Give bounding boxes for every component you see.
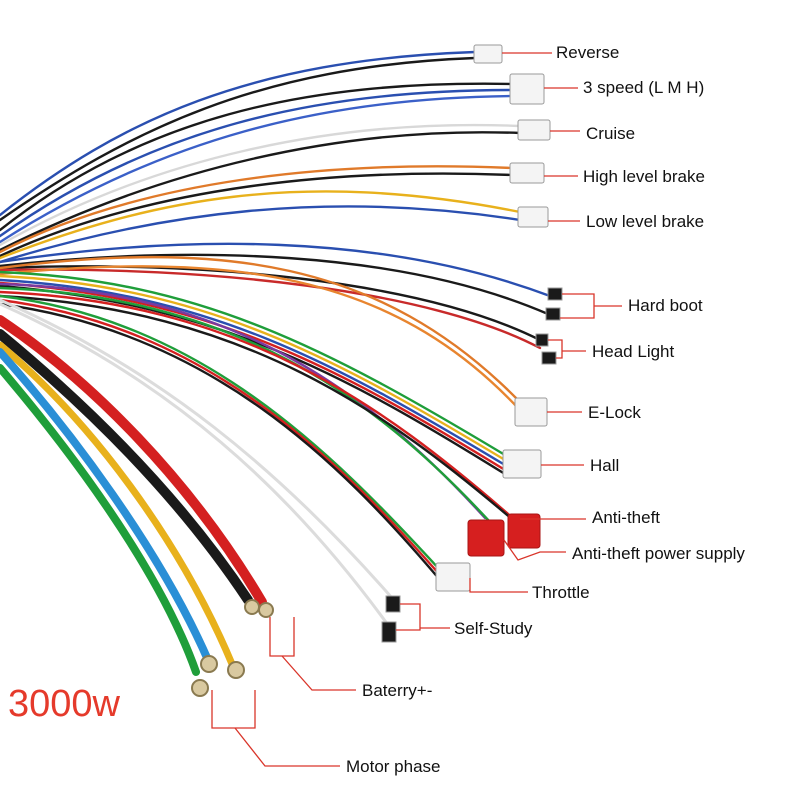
label-cruise: Cruise: [586, 124, 636, 143]
elock-wire-orange: [0, 255, 520, 402]
low-brake-wire-yellow: [0, 190, 522, 260]
self-study-connector-2: [381, 621, 397, 643]
battery-wire-red: [0, 315, 267, 607]
high-brake-wire-black: [0, 172, 514, 258]
label-throttle: Throttle: [532, 583, 590, 602]
speed-wire-blue2: [0, 94, 514, 244]
speed-wire-blue: [0, 88, 514, 238]
speed-connector: [509, 73, 545, 105]
head-light-wire-red: [0, 268, 542, 350]
phase-lug-1: [200, 655, 218, 673]
hard-boot-connector-1: [547, 287, 563, 301]
low-brake-wire-blue: [0, 205, 522, 264]
anti-theft-connector-2: [507, 513, 541, 549]
head-light-connector-1: [535, 333, 549, 347]
battery-lug-1: [244, 599, 260, 615]
cruise-connector: [517, 119, 551, 141]
battery-lug-2: [258, 602, 274, 618]
reverse-wire-black: [0, 56, 477, 222]
self-study-wire-white: [0, 298, 394, 600]
phase-wire-blue: [0, 348, 212, 664]
reverse-wire-blue: [0, 50, 477, 217]
high-brake-connector: [509, 162, 545, 184]
head-light-wire-black: [0, 265, 542, 342]
hall-wire-green: [0, 270, 507, 457]
low-brake-connector: [517, 206, 549, 228]
throttle-wire-green: [0, 294, 442, 572]
anti-theft-wire-black: [0, 294, 522, 528]
signal-wires: [0, 50, 552, 627]
hard-boot-wire-blue: [0, 242, 552, 298]
phase-wire-green: [0, 364, 200, 676]
throttle-connector: [435, 562, 471, 592]
phase-lug-2: [227, 661, 245, 679]
connectors: [191, 44, 563, 697]
label-high-level-brake: High level brake: [583, 167, 705, 186]
label-self-study: Self-Study: [454, 619, 533, 638]
leader-lines: [211, 52, 622, 767]
label-hard-boot: Hard boot: [628, 296, 703, 315]
label-battery: Baterry+-: [362, 681, 433, 700]
label-reverse: Reverse: [556, 43, 620, 62]
phase-lug-3: [191, 679, 209, 697]
cruise-wire-black: [0, 131, 522, 252]
label-e-lock: E-Lock: [588, 403, 641, 422]
label-anti-theft-power-supply: Anti-theft power supply: [572, 544, 745, 563]
anti-theft-connector-1: [467, 519, 505, 557]
phase-wire-yellow: [0, 341, 236, 668]
hall-wire-blue: [0, 278, 507, 467]
speed-wire-black: [0, 82, 514, 232]
head-light-connector-2: [541, 351, 557, 365]
elock-wire-orange2: [0, 265, 520, 410]
self-study-wire-white2: [0, 302, 390, 627]
battery-wire-black: [0, 329, 253, 605]
high-brake-wire-orange: [0, 165, 514, 254]
self-study-connector-1: [385, 595, 401, 613]
power-rating: 3000w: [8, 683, 120, 725]
throttle-wire-black: [0, 302, 442, 582]
anti-theft-wire-red: [0, 290, 517, 522]
label-anti-theft: Anti-theft: [592, 508, 661, 527]
power-wires: [0, 315, 267, 676]
label-motor-phase: Motor phase: [346, 757, 441, 776]
cruise-wire-white: [0, 123, 522, 247]
label-3-speed: 3 speed (L M H): [583, 78, 705, 97]
throttle-wire-red: [0, 298, 442, 577]
elock-connector: [514, 397, 548, 427]
hall-wire-yellow: [0, 274, 507, 462]
hall-connector: [502, 449, 542, 479]
label-head-light: Head Light: [592, 342, 675, 361]
hall-wire-red: [0, 281, 507, 472]
label-hall: Hall: [590, 456, 620, 475]
hard-boot-connector-2: [545, 307, 561, 321]
label-low-level-brake: Low level brake: [586, 212, 705, 231]
reverse-connector: [473, 44, 503, 64]
